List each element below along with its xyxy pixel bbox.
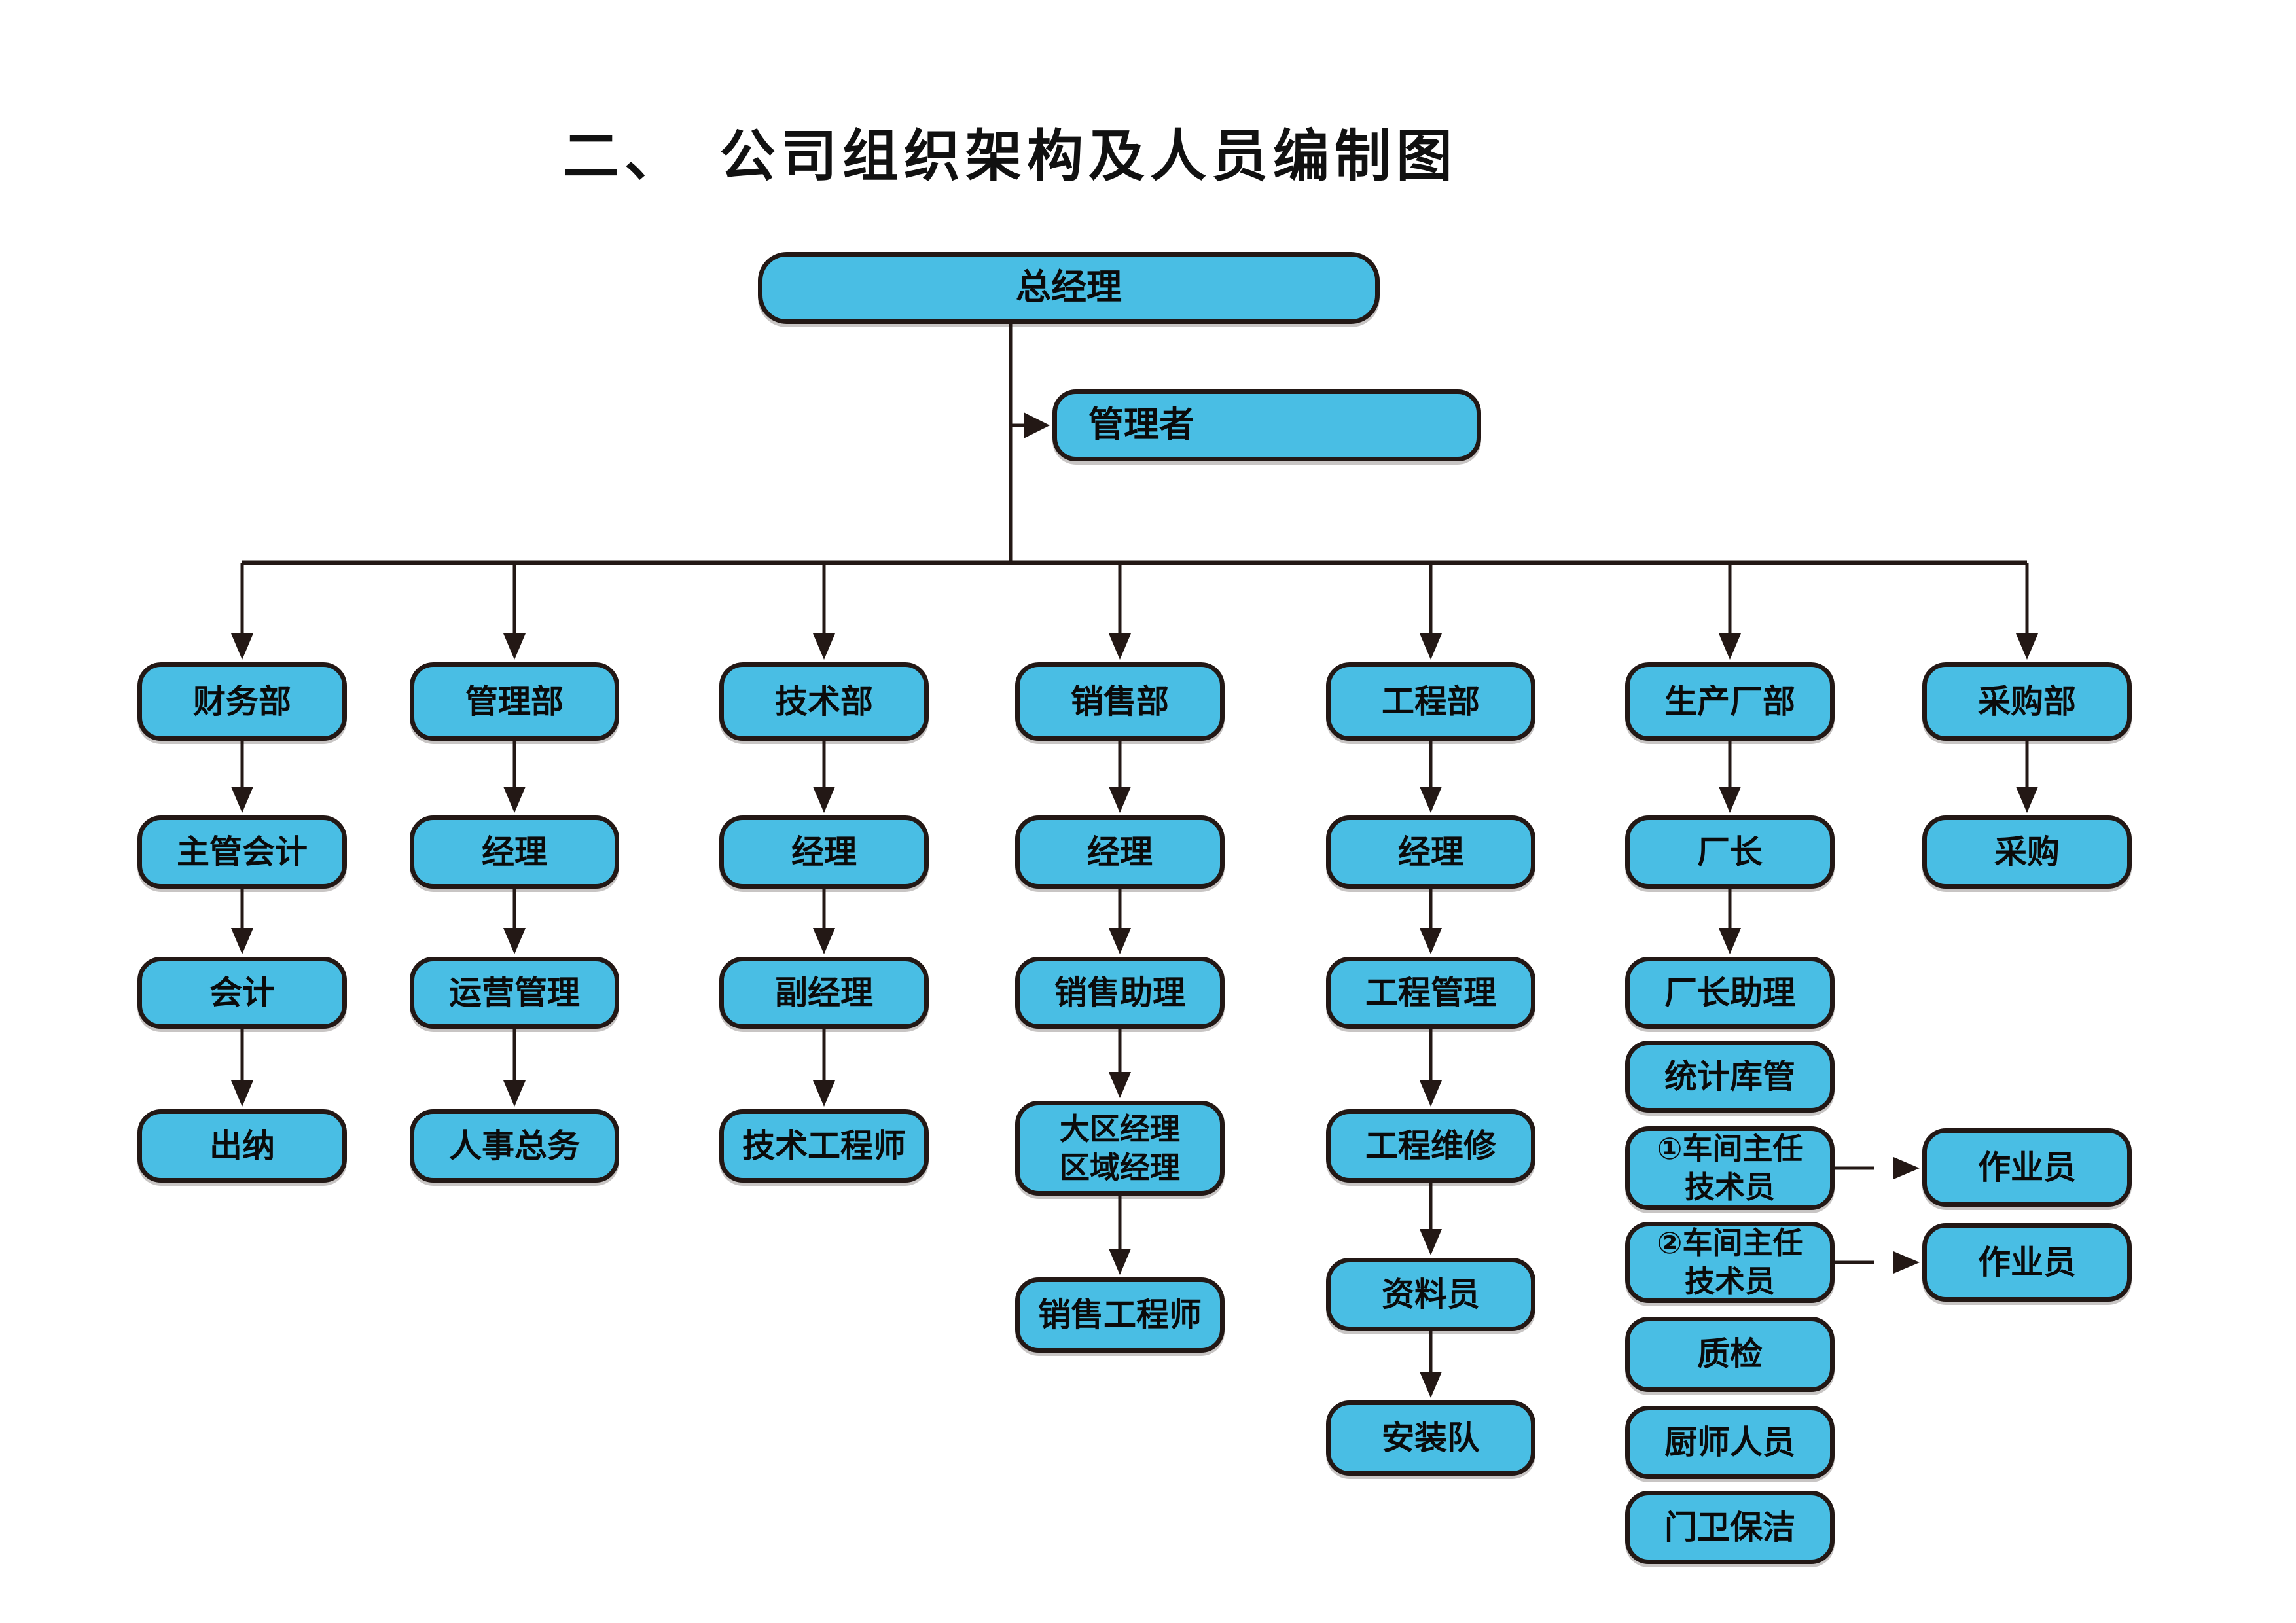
node-installation-team: 安装队 [1326, 1400, 1535, 1476]
node-admin-manager: 经理 [410, 815, 619, 889]
node-dept-finance: 财务部 [137, 662, 347, 741]
node-quality-inspection: 质检 [1625, 1317, 1835, 1392]
node-purchaser: 采购 [1922, 815, 2132, 889]
node-workshop1-supervisor: ①车间主任 技术员 [1625, 1126, 1835, 1210]
node-director-assistant: 厂长助理 [1625, 957, 1835, 1029]
node-sales-assistant: 销售助理 [1015, 957, 1225, 1029]
node-chief-accountant: 主管会计 [137, 815, 347, 889]
node-dept-admin: 管理部 [410, 662, 619, 741]
node-sales-manager: 经理 [1015, 815, 1225, 889]
node-regional-manager: 大区经理 区域经理 [1015, 1101, 1225, 1196]
node-accountant: 会计 [137, 957, 347, 1029]
node-dept-technology: 技术部 [719, 662, 929, 741]
node-workshop2-supervisor: ②车间主任 技术员 [1625, 1222, 1835, 1303]
page-title: 二、 公司组织架构及人员编制图 [563, 125, 1458, 188]
node-guard-cleaning: 门卫保洁 [1625, 1491, 1835, 1564]
node-operator-2: 作业员 [1922, 1223, 2132, 1302]
node-statistics-warehouse: 统计库管 [1625, 1041, 1835, 1113]
node-factory-director: 厂长 [1625, 815, 1835, 889]
node-document-clerk: 资料员 [1326, 1258, 1535, 1331]
node-hr-general-affairs: 人事总务 [410, 1109, 619, 1183]
node-engineering-management: 工程管理 [1326, 957, 1535, 1029]
node-sales-engineer: 销售工程师 [1015, 1277, 1225, 1353]
node-dept-engineering: 工程部 [1326, 662, 1535, 741]
node-cook-staff: 厨师人员 [1625, 1406, 1835, 1479]
node-technical-engineer: 技术工程师 [719, 1109, 929, 1183]
node-deputy-manager: 副经理 [719, 957, 929, 1029]
node-dept-production: 生产厂部 [1625, 662, 1835, 741]
node-cashier: 出纳 [137, 1109, 347, 1183]
node-dept-sales: 销售部 [1015, 662, 1225, 741]
node-operations-management: 运营管理 [410, 957, 619, 1029]
node-dept-purchasing: 采购部 [1922, 662, 2132, 741]
node-tech-manager: 经理 [719, 815, 929, 889]
node-general-manager: 总经理 [758, 252, 1380, 324]
node-operator-1: 作业员 [1922, 1128, 2132, 1207]
node-engineering-manager: 经理 [1326, 815, 1535, 889]
node-engineering-maintenance: 工程维修 [1326, 1109, 1535, 1183]
node-staff-manager: 管理者 [1052, 389, 1481, 461]
